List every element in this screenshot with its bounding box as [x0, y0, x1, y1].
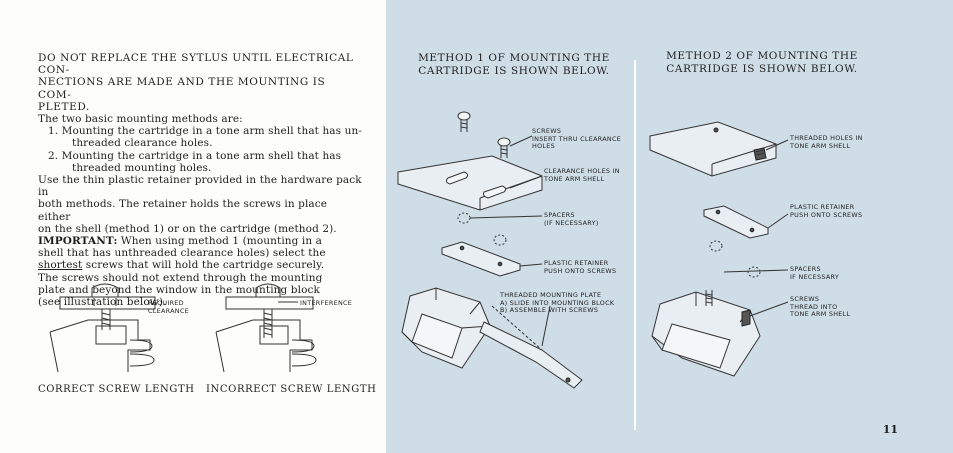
- retainer-para-2: both methods. The retainer holds the scr…: [38, 198, 328, 223]
- important-line-1: IMPORTANT: When using method 1 (mounting…: [38, 235, 323, 248]
- important-line-3: shortest screws that will hold the cartr…: [38, 259, 325, 272]
- method1-title: METHOD 1 OF MOUNTING THE CARTRIDGE IS SH…: [418, 52, 610, 77]
- caption-correct: CORRECT SCREW LENGTH: [38, 384, 195, 395]
- incorrect-screw-figure: [215, 283, 317, 373]
- warning-line-1: DO NOT REPLACE THE SYTLUS UNTIL ELECTRIC…: [38, 52, 354, 77]
- important-label: IMPORTANT:: [38, 235, 118, 248]
- method2-title: METHOD 2 OF MOUNTING THE CARTRIDGE IS SH…: [666, 50, 858, 75]
- method-item-1: 1. Mounting the cartridge in a tone arm …: [48, 125, 362, 150]
- m2-spacers-label: SPACERS IF NECESSARY: [790, 265, 840, 281]
- interference-label: INTERFERENCE: [300, 299, 353, 307]
- screw-1: [457, 111, 471, 132]
- m1-screws-label: SCREWS INSERT THRU CLEARANCE HOLES: [532, 127, 622, 151]
- screw-2: [497, 137, 511, 158]
- important-line-5: plate and beyond the window in the mount…: [38, 283, 320, 296]
- method-divider: [634, 60, 636, 430]
- m1-retainer-label: PLASTIC RETAINER PUSH ONTO SCREWS: [544, 259, 617, 275]
- important-line-4: The screws should not extend through the…: [38, 271, 323, 284]
- warning-line-2: NECTIONS ARE MADE AND THE MOUNTING IS CO…: [38, 76, 326, 101]
- intro-line: The two basic mounting methods are:: [38, 113, 243, 126]
- method2-illustration: [649, 121, 789, 377]
- m2-threaded-label: THREADED HOLES IN TONE ARM SHELL: [790, 134, 863, 150]
- shortest-word: shortest: [38, 259, 83, 272]
- important-line-6: (see illustration below).: [38, 296, 167, 309]
- retainer-para-1: Use the thin plastic retainer provided i…: [38, 174, 362, 199]
- caption-incorrect: INCORRECT SCREW LENGTH: [206, 384, 377, 395]
- m1-clearance-label: CLEARANCE HOLES IN TONE ARM SHELL: [544, 167, 620, 183]
- m2-screws-label: SCREWS THREAD INTO TONE ARM SHELL: [790, 295, 851, 319]
- required-clearance-label: REQUIRED CLEARANCE: [148, 299, 189, 315]
- method1-illustration: [397, 111, 583, 389]
- instructions-text: DO NOT REPLACE THE SYTLUS UNTIL ELECTRIC…: [38, 52, 362, 308]
- m1-plate-label: THREADED MOUNTING PLATE A) SLIDE INTO MO…: [500, 291, 615, 315]
- retainer-para-3: on the shell (method 1) or on the cartri…: [38, 222, 337, 235]
- correct-screw-figure: [49, 283, 156, 373]
- m2-retainer-label: PLASTIC RETAINER PUSH ONTO SCREWS: [790, 203, 863, 219]
- left-page: DO NOT REPLACE THE SYTLUS UNTIL ELECTRIC…: [0, 0, 386, 453]
- right-page: [386, 0, 953, 453]
- warning-line-3: PLETED.: [38, 100, 90, 113]
- page-number: 11: [882, 423, 898, 436]
- m1-spacers-label: SPACERS (IF NECESSARY): [544, 211, 599, 227]
- important-line-2: shell that has unthreaded clearance hole…: [38, 247, 326, 260]
- method-item-2: 2. Mounting the cartridge in a tone arm …: [48, 149, 342, 174]
